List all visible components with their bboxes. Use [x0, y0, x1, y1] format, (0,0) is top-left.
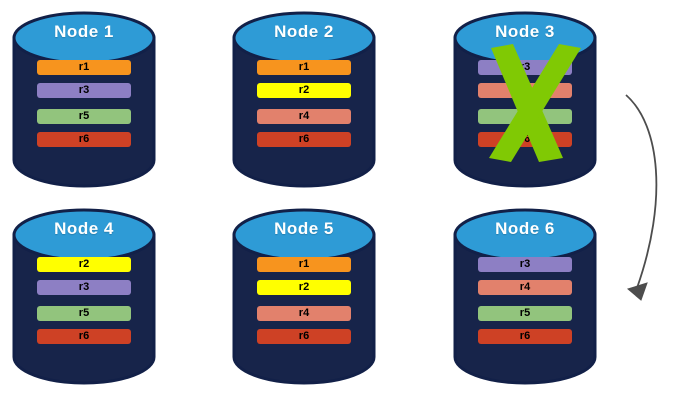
record-bar[interactable]: r3 — [478, 60, 572, 75]
node-cylinder-4[interactable]: Node 4 r2 r3 r5 r6 — [12, 205, 156, 389]
record-list-4: r2 r3 r5 r6 — [12, 205, 156, 389]
record-bar[interactable]: r6 — [478, 329, 572, 344]
record-bar[interactable]: r6 — [37, 329, 131, 344]
node-cylinder-6[interactable]: Node 6 r3 r4 r5 r6 — [453, 205, 597, 389]
record-bar[interactable]: r6 — [257, 329, 351, 344]
record-bar[interactable]: r5 — [478, 306, 572, 321]
record-bar[interactable]: r1 — [257, 257, 351, 272]
record-bar[interactable]: r3 — [37, 280, 131, 295]
record-bar[interactable]: r6 — [257, 132, 351, 147]
record-bar[interactable]: r4 — [478, 83, 572, 98]
record-list-5: r1 r2 r4 r6 — [232, 205, 376, 389]
record-list-3: r3 r4 r5 r6 — [453, 8, 597, 192]
record-bar[interactable]: r1 — [257, 60, 351, 75]
node-cylinder-3[interactable]: Node 3 r3 r4 r5 r6 — [453, 8, 597, 192]
record-bar[interactable]: r2 — [257, 280, 351, 295]
record-bar[interactable]: r4 — [257, 109, 351, 124]
record-list-2: r1 r2 r4 r6 — [232, 8, 376, 192]
record-bar[interactable]: r5 — [37, 306, 131, 321]
record-bar[interactable]: r3 — [478, 257, 572, 272]
record-bar[interactable]: r2 — [257, 83, 351, 98]
record-list-6: r3 r4 r5 r6 — [453, 205, 597, 389]
node-cylinder-1[interactable]: Node 1 r1 r3 r5 r6 — [12, 8, 156, 192]
node-cylinder-2[interactable]: Node 2 r1 r2 r4 r6 — [232, 8, 376, 192]
record-bar[interactable]: r6 — [478, 132, 572, 147]
node-cylinder-5[interactable]: Node 5 r1 r2 r4 r6 — [232, 205, 376, 389]
record-bar[interactable]: r4 — [478, 280, 572, 295]
record-bar[interactable]: r5 — [478, 109, 572, 124]
record-bar[interactable]: r6 — [37, 132, 131, 147]
record-bar[interactable]: r3 — [37, 83, 131, 98]
record-list-1: r1 r3 r5 r6 — [12, 8, 156, 192]
record-bar[interactable]: r4 — [257, 306, 351, 321]
record-bar[interactable]: r2 — [37, 257, 131, 272]
record-bar[interactable]: r5 — [37, 109, 131, 124]
record-bar[interactable]: r1 — [37, 60, 131, 75]
